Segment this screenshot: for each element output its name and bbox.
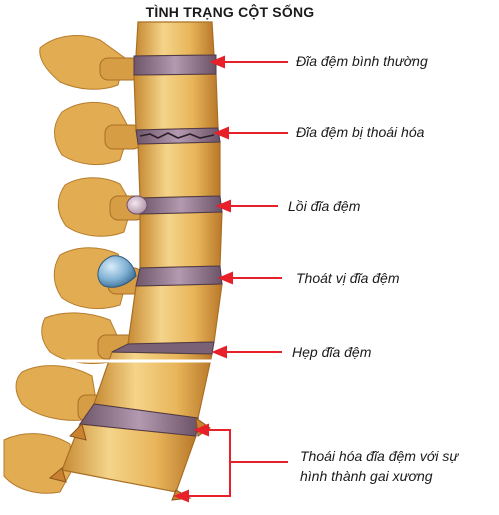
disc-bulging [139,195,223,215]
disc-degenerated [135,127,221,145]
label-narrowed-disc: Hẹp đĩa đệm [292,344,372,360]
label-herniated-disc: Thoát vị đĩa đệm [296,270,400,286]
label-osteophyte: Thoái hóa đĩa đệm với sự hình thành gai … [300,446,458,486]
page-title: TÌNH TRẠNG CỘT SỐNG [145,4,315,20]
label-osteophyte-line1: Thoái hóa đĩa đệm với sự [300,448,459,464]
label-bulging-disc: Lồi đĩa đệm [288,198,361,214]
disc-osteophyte [79,403,199,437]
disc-normal [133,54,217,76]
pointer-arrows [173,55,288,503]
disc-herniated [135,265,223,287]
disc-narrowed [111,341,215,355]
disc-bulge [126,195,148,215]
intervertebral-discs [79,54,223,437]
label-normal-disc: Đĩa đệm bình thường [296,53,428,69]
label-osteophyte-line2: hình thành gai xương [300,468,433,484]
disc-herniation [97,255,137,288]
label-degenerated-disc: Đĩa đệm bị thoái hóa [296,124,425,140]
